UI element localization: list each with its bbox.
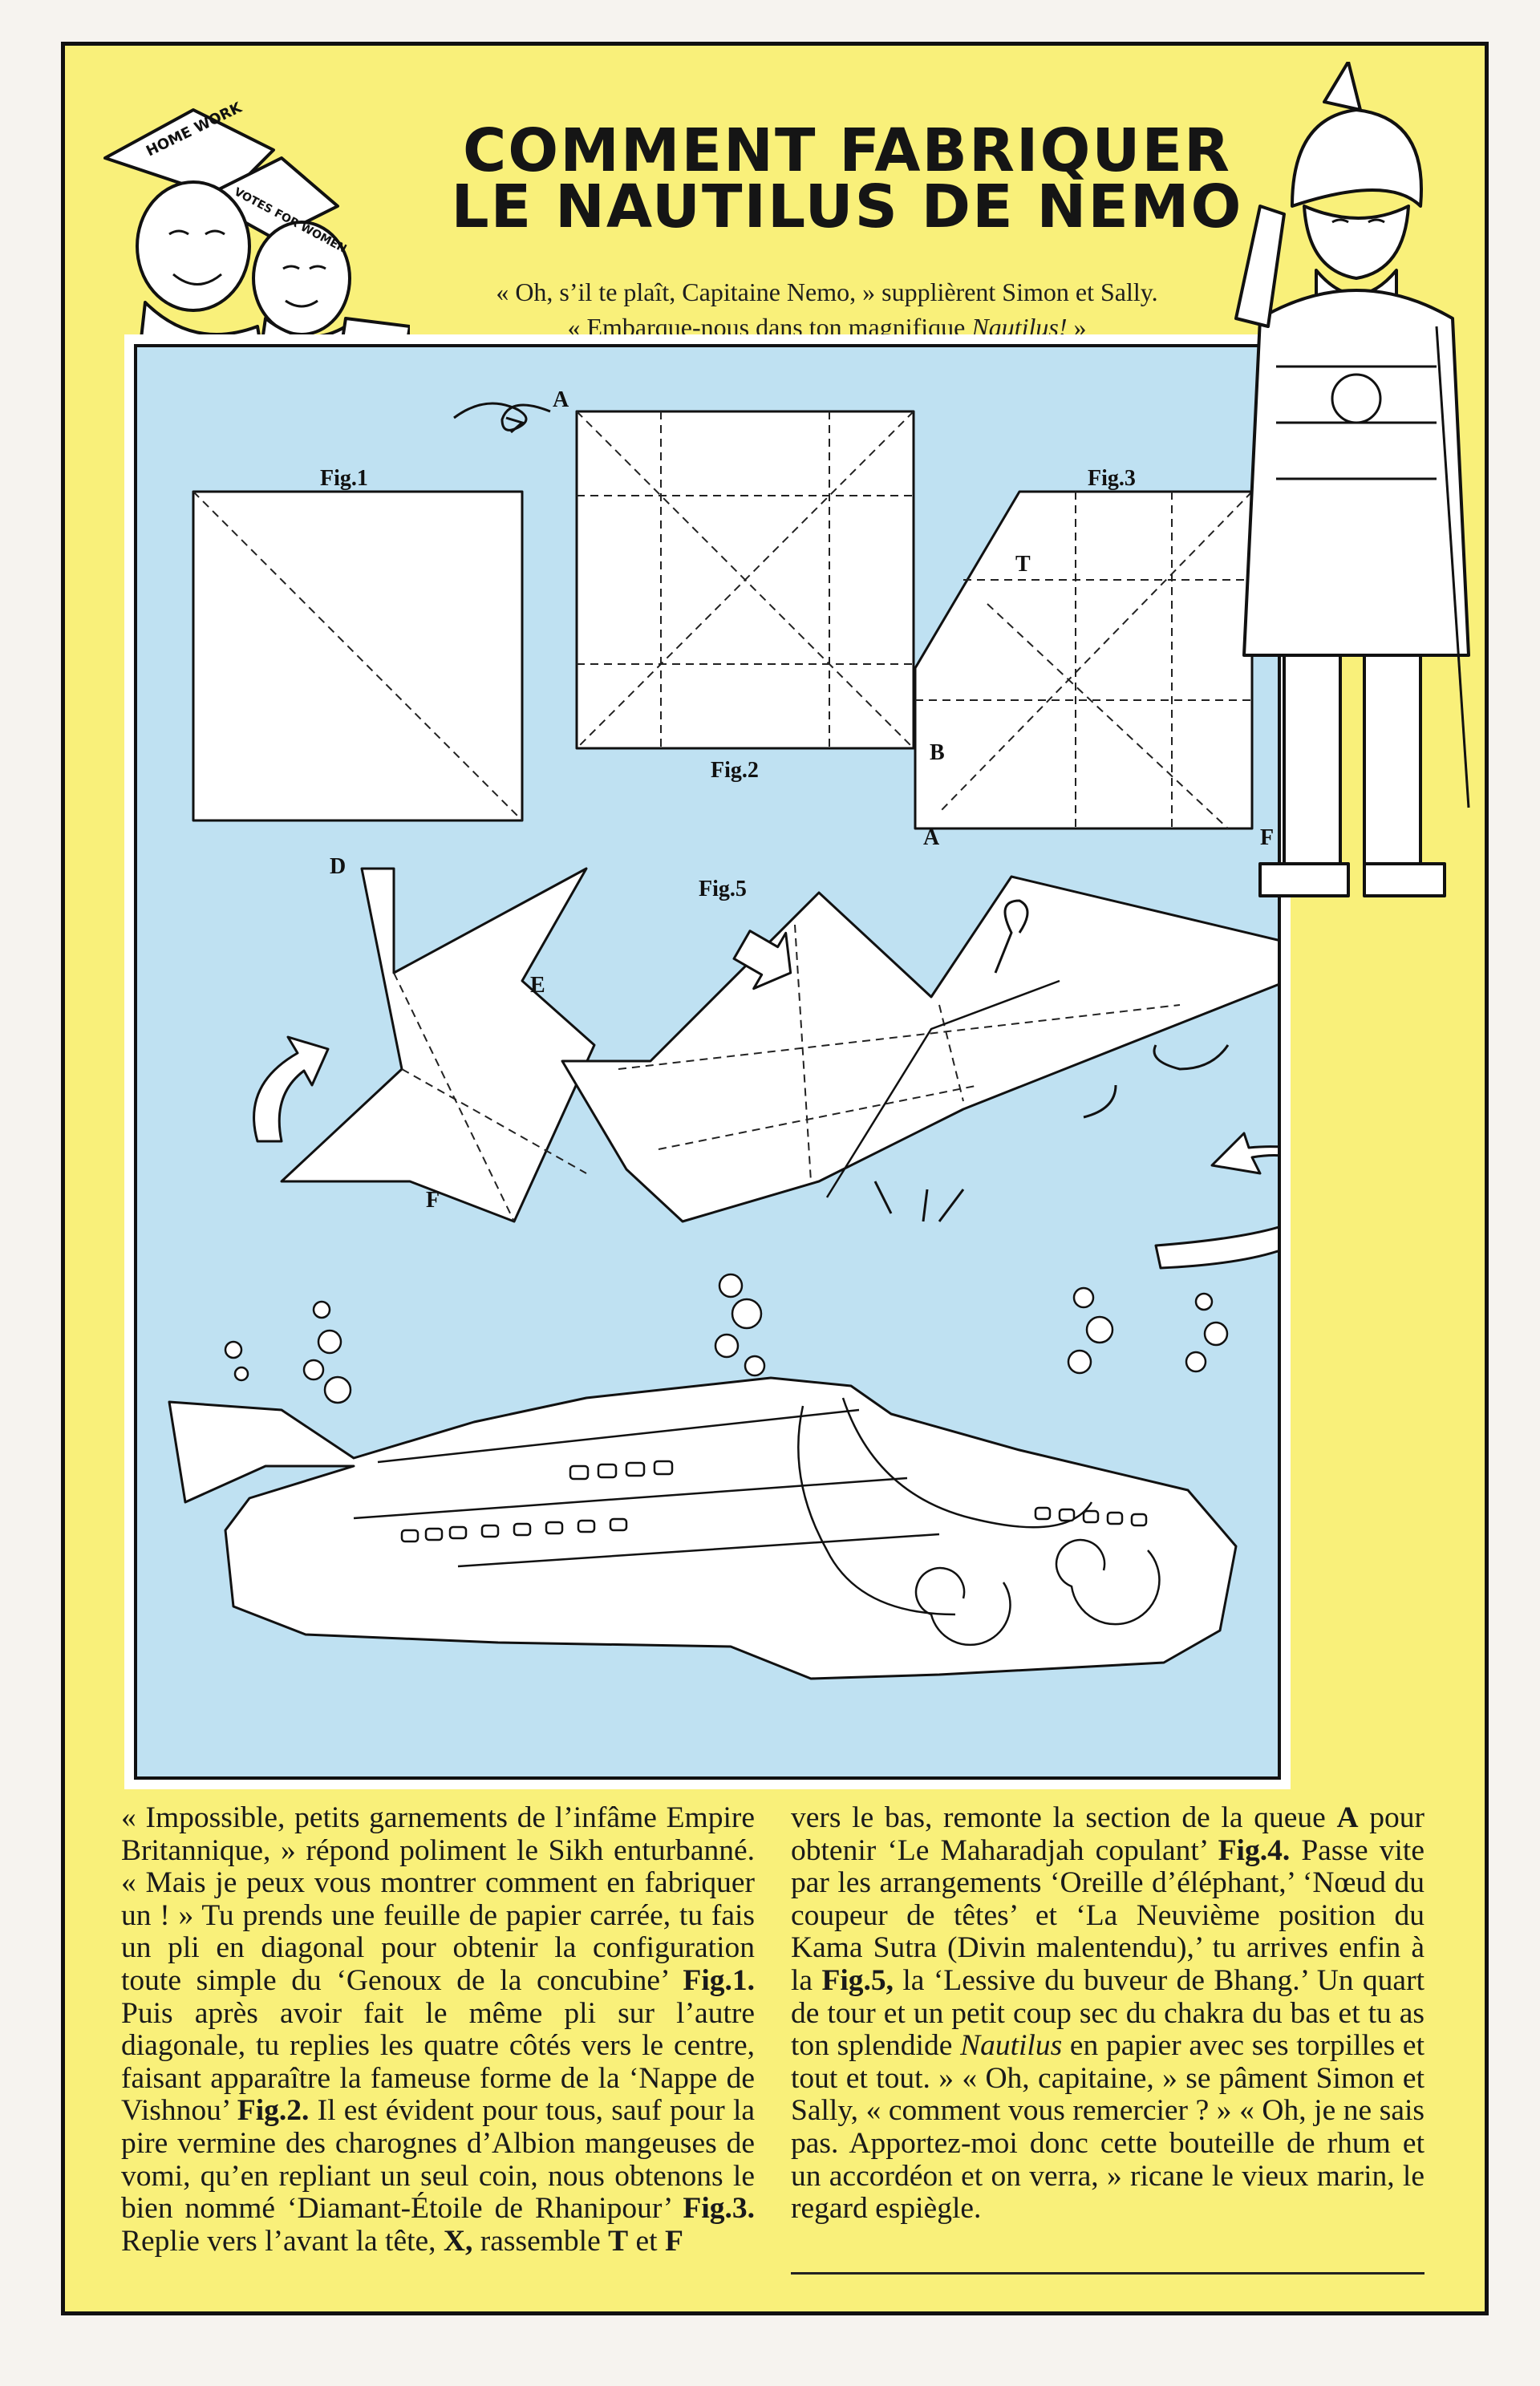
point-a-bottom: A <box>923 825 940 850</box>
body-text: Puis après avoir fait le même pli sur l’… <box>121 1996 755 2128</box>
subtitle-line-2-post: » <box>1067 313 1087 342</box>
fig3-shape <box>914 490 1254 830</box>
ref-a: A <box>1336 1801 1359 1834</box>
end-rule <box>791 2272 1424 2275</box>
subtitle-line-2: « Embarque-nous dans ton magnifique Naut… <box>330 310 1324 345</box>
body-text: pour obtenir ‘Le Maharadjah copulant’ <box>791 1801 1424 1867</box>
ref-fig3: Fig.3. <box>683 2192 755 2226</box>
fig1-label: Fig.1 <box>320 466 368 491</box>
point-b: B <box>930 740 945 765</box>
subtitle: « Oh, s’il te plaît, Capitaine Nemo, » s… <box>330 274 1324 345</box>
body-text: Passe vite par les arrangements ‘Oreille… <box>791 1833 1424 1997</box>
body-paragraph-2: vers le bas, remonte la section de la qu… <box>791 1801 1424 2226</box>
body-text: en papier avec ses torpilles et tout et … <box>791 2029 1424 2226</box>
fig2-label: Fig.2 <box>711 758 759 783</box>
subtitle-line-1: « Oh, s’il te plaît, Capitaine Nemo, » s… <box>496 277 1158 306</box>
ref-fig4: Fig.4. <box>1218 1833 1291 1867</box>
page-title: COMMENT FABRIQUER LE NAUTILUS DE NEMO <box>306 116 1388 241</box>
point-f-fig4: F <box>426 1188 440 1213</box>
ref-fig1: Fig.1. <box>683 1963 755 1997</box>
subtitle-nautilus: Nautilus! <box>971 313 1068 342</box>
point-t: T <box>1015 552 1031 577</box>
body-column-1: « Impossible, petits garnements de l’inf… <box>121 1801 756 2258</box>
page-frame: HOME WORK VOTES FOR WOMEN COMMENT FABRIQ… <box>61 42 1489 2315</box>
diagram-panel: Fig.1 Fig.2 Fig.3 Fig.5 A B X T F A D E … <box>124 334 1291 1789</box>
captain-nemo-illustration <box>1234 62 1470 897</box>
body-text: Replie vers l’avant la tête, <box>121 2224 444 2258</box>
fig3-label: Fig.3 <box>1088 466 1136 491</box>
ref-f: F <box>664 2224 683 2258</box>
body-text: « Impossible, petits garnements de l’inf… <box>121 1801 755 1997</box>
point-e: E <box>530 973 545 998</box>
body-paragraph-1: « Impossible, petits garnements de l’inf… <box>121 1801 756 2258</box>
title-line-2: LE NAUTILUS DE NEMO <box>451 172 1243 241</box>
ref-x: X, <box>443 2224 473 2258</box>
body-nautilus: Nautilus <box>960 2029 1063 2063</box>
point-f: F <box>1260 825 1275 850</box>
ref-fig2: Fig.2. <box>237 2094 310 2128</box>
subtitle-line-2-pre: « Embarque-nous dans ton magnifique <box>567 313 972 342</box>
body-text: Il est évident pour tous, sauf pour la p… <box>121 2094 756 2226</box>
body-column-2: vers le bas, remonte la section de la qu… <box>791 1801 1424 2226</box>
origami-diagrams <box>168 402 1278 1680</box>
body-text: et <box>628 2224 665 2258</box>
title-line-1: COMMENT FABRIQUER <box>463 116 1231 185</box>
point-d: D <box>330 854 346 879</box>
ref-fig5: Fig.5, <box>821 1963 894 1997</box>
body-text: vers le bas, remonte la section de la qu… <box>791 1801 1337 1834</box>
point-a-top: A <box>553 387 569 412</box>
fig5-label: Fig.5 <box>699 877 747 901</box>
ref-t: T <box>608 2224 629 2258</box>
body-text: rassemble <box>472 2224 609 2258</box>
nautilus-submarine <box>168 1376 1238 1680</box>
body-text: la ‘Lessive du buveur de Bhang.’ Un quar… <box>791 1963 1424 2063</box>
fig5-shape <box>561 875 1278 1223</box>
fig4-shape <box>280 867 596 1223</box>
